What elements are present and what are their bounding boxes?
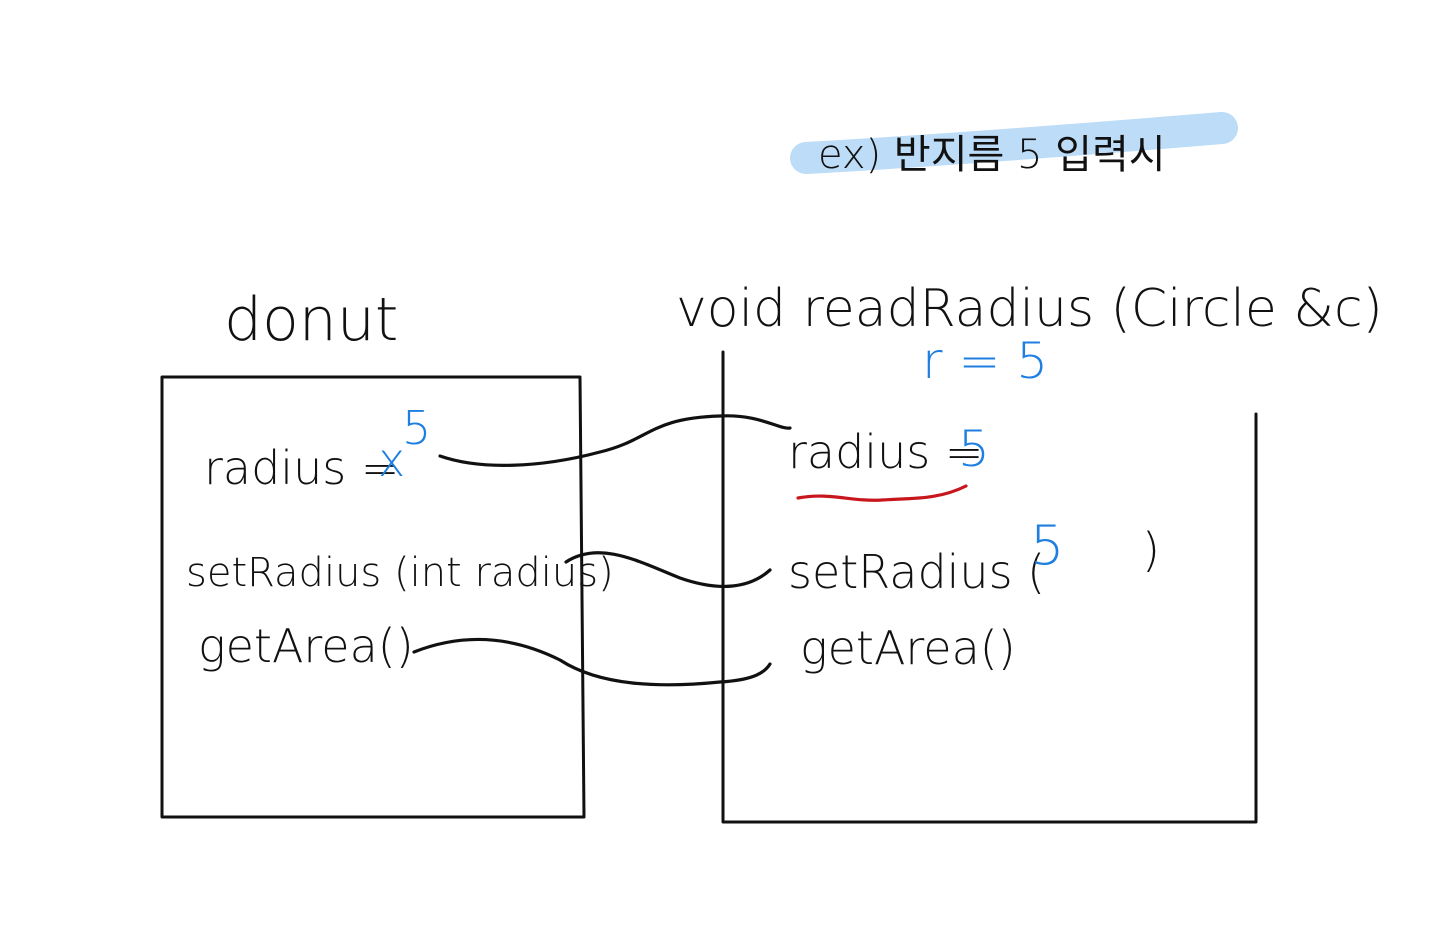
donut-radius-new-value: 5 [402,401,431,455]
donut-radius-label: radius = [204,441,399,495]
connections [412,414,792,687]
function-radius-label: radius = [788,425,983,479]
donut-object: donut radius = x 5 setRadius (int radius… [160,285,614,819]
note-text: ex) 반지름 5 입력시 [818,132,1166,178]
donut-radius-old-value: x [378,433,405,487]
example-note: ex) 반지름 5 입력시 [790,112,1238,178]
donut-title: donut [224,285,398,355]
donut-get-area: getArea() [198,619,414,673]
function-set-radius-close: ) [1142,523,1160,577]
function-input-note: r = 5 [922,332,1048,390]
function-set-radius-open: setRadius ( [788,545,1045,599]
donut-box [160,375,586,819]
function-signature: void readRadius (Circle &c) [676,279,1383,339]
radius-red-underline [796,484,968,502]
link-radius [438,414,792,467]
read-radius-function: void readRadius (Circle &c) r = 5 radius… [676,279,1383,824]
link-set-radius [564,551,772,589]
function-set-radius-arg: 5 [1030,514,1064,577]
function-get-area: getArea() [800,621,1016,675]
link-get-area [412,637,772,687]
donut-set-radius: setRadius (int radius) [186,550,614,596]
function-radius-value: 5 [958,420,990,478]
note-highlight [790,112,1238,174]
